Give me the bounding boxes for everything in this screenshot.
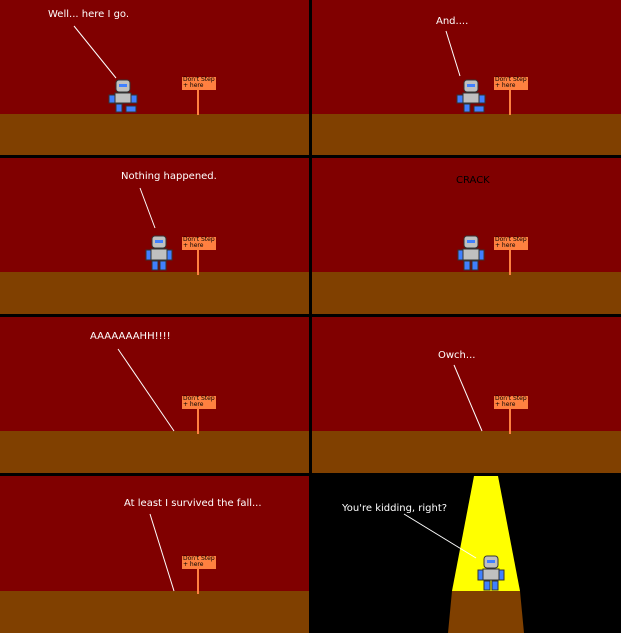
sign-text: Don't Step + here bbox=[183, 395, 215, 408]
robot-character bbox=[457, 235, 485, 271]
sign-board: Don't Step + here bbox=[182, 237, 216, 250]
speech-caption: At least I survived the fall... bbox=[124, 498, 262, 509]
speech-caption: You're kidding, right? bbox=[342, 503, 448, 514]
ground bbox=[0, 431, 309, 473]
sign-post bbox=[197, 569, 199, 594]
warning-sign: Don't Step + here bbox=[182, 556, 216, 594]
comic-panel-7: At least I survived the fall... Don't St… bbox=[0, 476, 309, 633]
sign-board: Don't Step + here bbox=[182, 396, 216, 409]
ground bbox=[0, 591, 309, 633]
sign-text: Don't Step + here bbox=[183, 236, 215, 249]
ground bbox=[312, 114, 621, 155]
comic-panel-6: Owch... Don't Step + here bbox=[312, 317, 621, 473]
warning-sign: Don't Step + here bbox=[494, 237, 528, 275]
sign-post bbox=[509, 409, 511, 434]
speech-caption: And.... bbox=[436, 16, 469, 27]
sign-text: Don't Step + here bbox=[495, 236, 527, 249]
spotlight-beam bbox=[403, 476, 524, 633]
sign-board: Don't Step + here bbox=[494, 77, 528, 90]
speech-caption: Nothing happened. bbox=[121, 171, 217, 182]
comic-panel-2: And.... Don't Step + here bbox=[312, 0, 621, 155]
sign-text: Don't Step + here bbox=[495, 395, 527, 408]
ground bbox=[0, 114, 309, 155]
comic-panel-5: AAAAAAAHH!!!! Don't Step + here bbox=[0, 317, 309, 473]
sign-board: Don't Step + here bbox=[182, 556, 216, 569]
comic-panel-3: Nothing happened. Don't Step + here bbox=[0, 158, 309, 314]
robot-character bbox=[108, 79, 138, 113]
sign-text: Don't Step + here bbox=[183, 555, 215, 568]
warning-sign: Don't Step + here bbox=[182, 77, 216, 115]
sign-post bbox=[509, 90, 511, 115]
sound-effect-caption: CRACK bbox=[456, 175, 490, 186]
speech-caption: Well... here I go. bbox=[48, 9, 130, 20]
sign-post bbox=[197, 250, 199, 275]
robot-character bbox=[477, 555, 505, 591]
sign-text: Don't Step + here bbox=[183, 76, 215, 89]
robot-character bbox=[456, 79, 486, 113]
robot-character bbox=[145, 235, 173, 271]
comic-panel-8: You're kidding, right? bbox=[312, 476, 621, 633]
ground bbox=[312, 272, 621, 314]
warning-sign: Don't Step + here bbox=[182, 237, 216, 275]
comic-panel-1: Well... here I go. Don't Step + here bbox=[0, 0, 309, 155]
sign-post bbox=[197, 409, 199, 434]
sign-board: Don't Step + here bbox=[494, 237, 528, 250]
speech-caption: AAAAAAAHH!!!! bbox=[90, 331, 171, 342]
sign-post bbox=[509, 250, 511, 275]
ground bbox=[0, 272, 309, 314]
warning-sign: Don't Step + here bbox=[494, 396, 528, 434]
ground bbox=[312, 431, 621, 473]
speech-caption: Owch... bbox=[438, 350, 476, 361]
sign-post bbox=[197, 90, 199, 115]
sign-text: Don't Step + here bbox=[495, 76, 527, 89]
warning-sign: Don't Step + here bbox=[182, 396, 216, 434]
sign-board: Don't Step + here bbox=[494, 396, 528, 409]
warning-sign: Don't Step + here bbox=[494, 77, 528, 115]
comic-panel-4: CRACK Don't Step + here bbox=[312, 158, 621, 314]
sign-board: Don't Step + here bbox=[182, 77, 216, 90]
